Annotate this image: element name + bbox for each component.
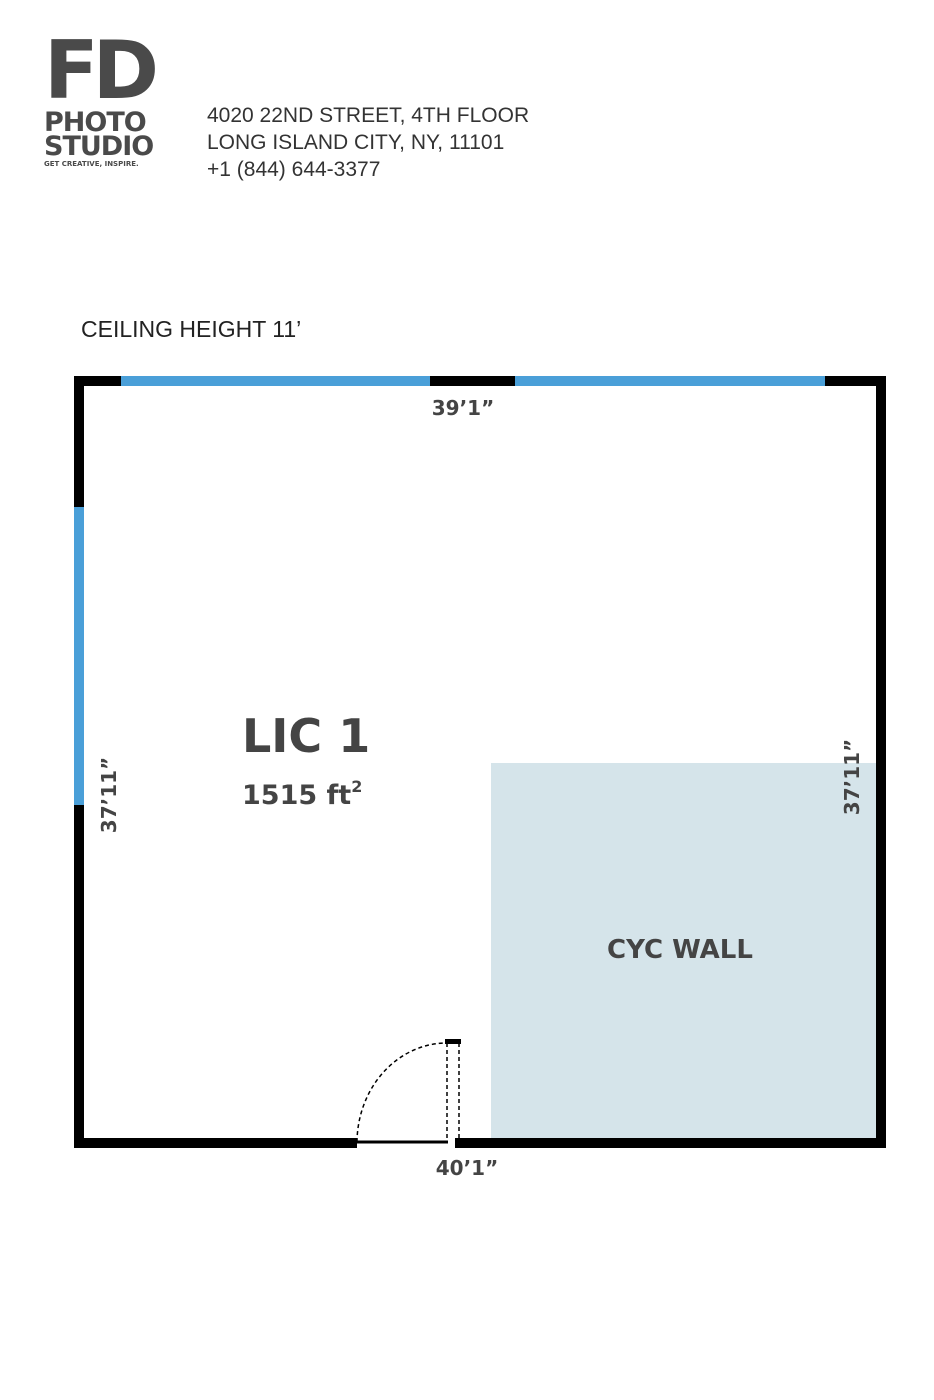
- wall-right: [876, 376, 886, 1148]
- dimension-right: 37’11”: [840, 739, 864, 815]
- cyc-wall-area: [491, 763, 879, 1138]
- logo-photo: PHOTO: [44, 107, 147, 138]
- wall-bottom-right: [455, 1138, 886, 1148]
- address-line-2: LONG ISLAND CITY, NY, 11101: [207, 131, 505, 154]
- studio-address: 4020 22ND STREET, 4TH FLOOR LONG ISLAND …: [207, 102, 529, 183]
- address-phone: +1 (844) 644-3377: [207, 158, 381, 181]
- dimension-left: 37’11”: [97, 757, 121, 833]
- cyc-wall-label: CYC WALL: [607, 935, 753, 965]
- address-line-1: 4020 22ND STREET, 4TH FLOOR: [207, 104, 530, 127]
- window-top-left: [121, 376, 430, 386]
- window-left: [74, 507, 84, 805]
- window-top-right: [515, 376, 825, 386]
- door: [356, 1039, 461, 1144]
- logo-studio: STUDIO: [44, 131, 154, 162]
- studio-logo: FD PHOTO STUDIO GET CREATIVE, INSPIRE.: [44, 24, 169, 169]
- dimension-bottom: 40’1”: [436, 1156, 499, 1180]
- ceiling-height-label: CEILING HEIGHT 11’: [81, 316, 302, 342]
- room-area-value: 1515 ft: [242, 780, 351, 811]
- wall-bottom-left: [74, 1138, 357, 1148]
- room-area: 1515 ft2: [242, 777, 362, 811]
- logo-tagline: GET CREATIVE, INSPIRE.: [44, 160, 139, 168]
- logo-fd: FD: [44, 24, 159, 117]
- wall-top: [74, 376, 886, 386]
- dimension-top: 39’1”: [432, 396, 495, 420]
- room-name: LIC 1: [242, 709, 370, 763]
- room-area-unit-sup: 2: [351, 777, 362, 796]
